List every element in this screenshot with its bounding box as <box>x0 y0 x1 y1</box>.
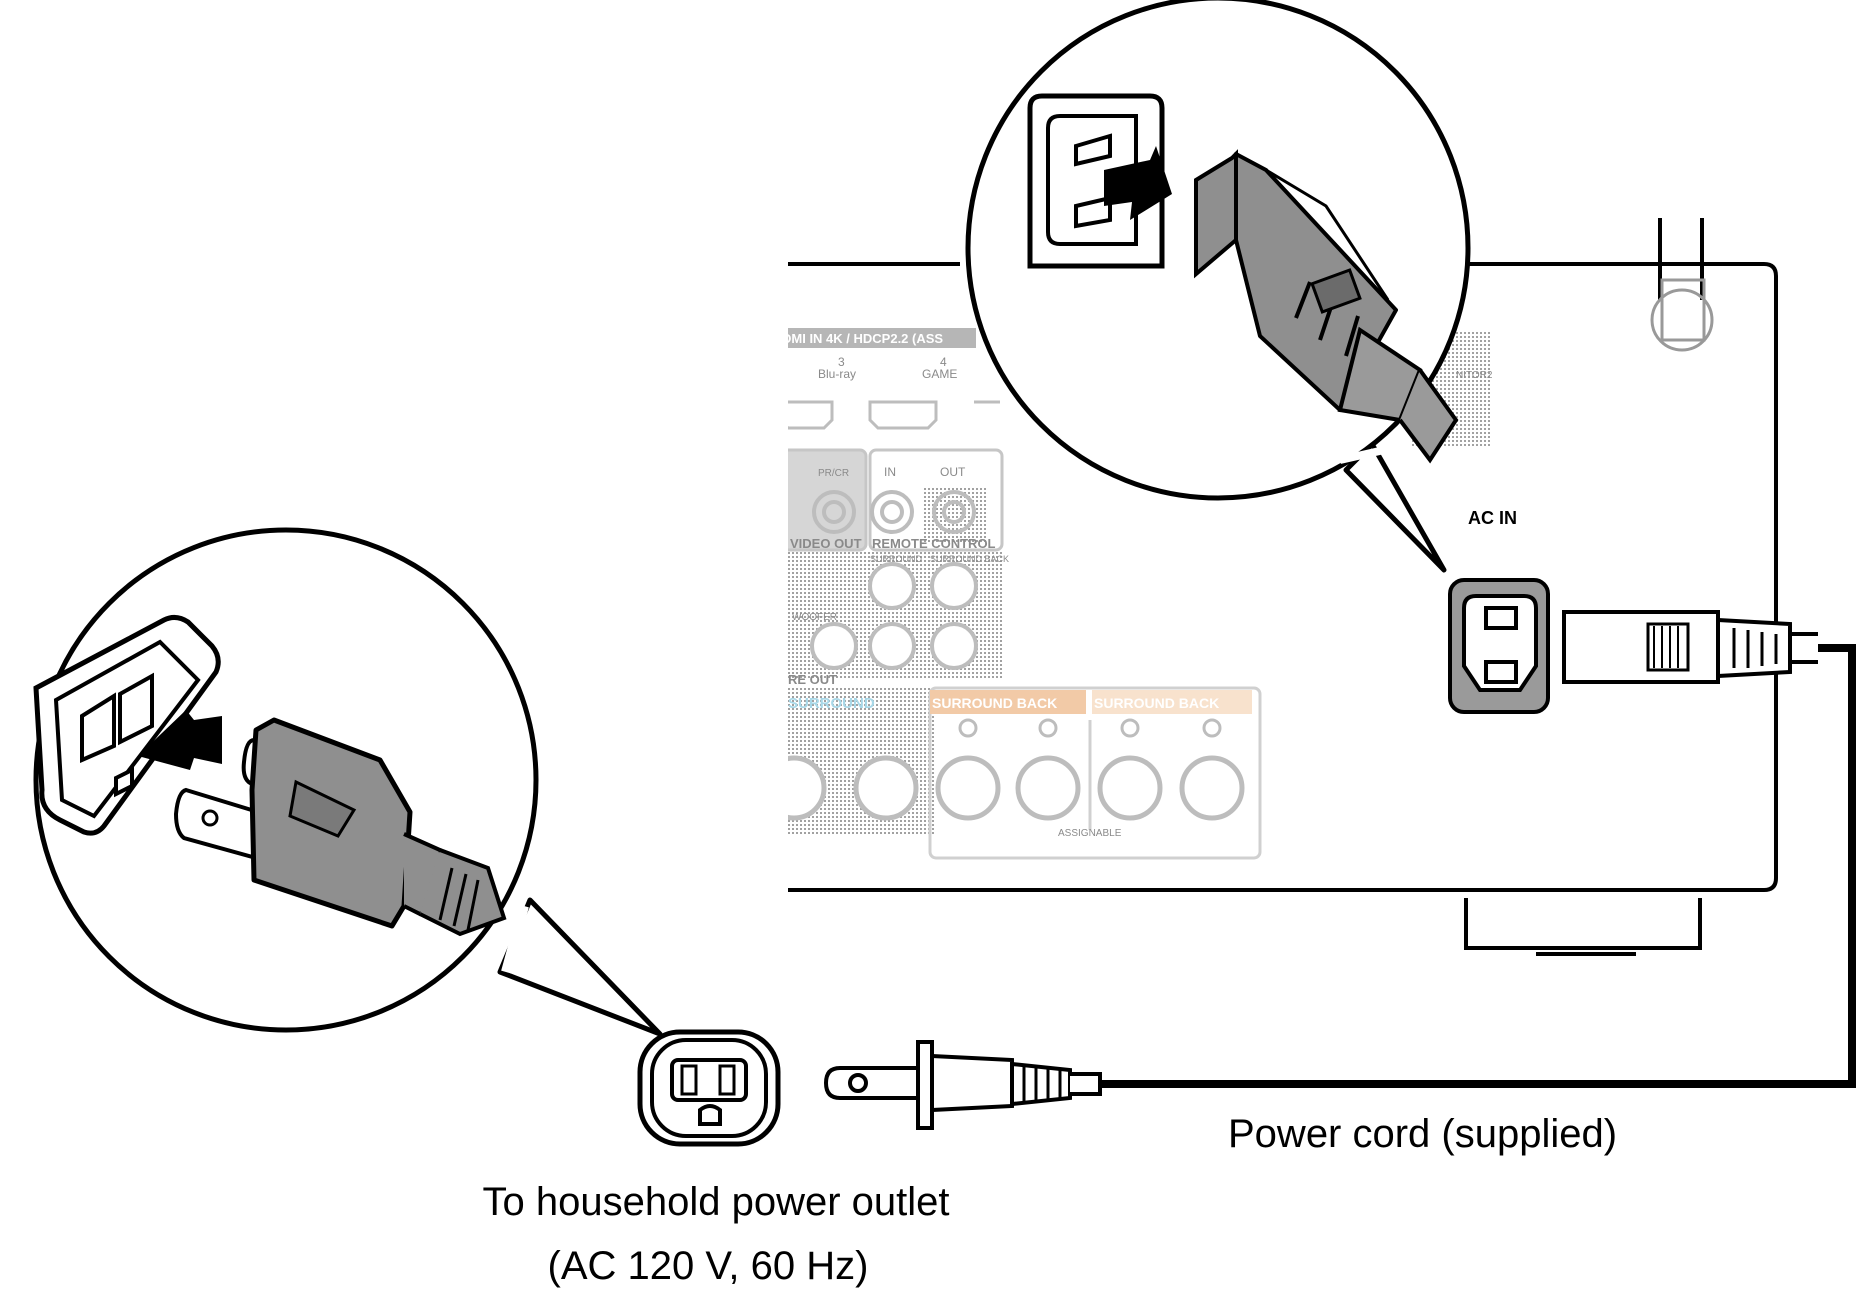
hdmi-in-label: DMI IN 4K / HDCP2.2 (ASS <box>782 331 943 346</box>
receiver-rear-panel: DMI IN 4K / HDCP2.2 (ASS 3 Blu-ray 4 GAM… <box>782 218 1818 956</box>
assignable-label: ASSIGNABLE <box>1058 828 1122 839</box>
ac-in-label: AC IN <box>1468 508 1517 528</box>
zoom-inlet-callout <box>965 0 1471 573</box>
arrow-icon <box>1104 146 1172 220</box>
subwoofer-label: WOOFER <box>792 612 837 623</box>
surround-back-label: SURROUND BACK <box>930 554 1009 564</box>
hdmi-4-num: 4 <box>940 355 947 369</box>
remote-out-label: OUT <box>940 465 966 479</box>
ac-inlet-icon <box>1448 578 1550 714</box>
video-out-label: VIDEO OUT <box>790 536 862 551</box>
surround-back-r-label: SURROUND BACK <box>932 695 1057 711</box>
pre-out-label: RE OUT <box>788 672 837 687</box>
surround-l-label: SURROUND <box>788 695 875 712</box>
wall-outlet-icon <box>637 1029 781 1147</box>
outlet-label-line2: (AC 120 V, 60 Hz) <box>547 1244 869 1288</box>
iec-connector-plugged <box>1562 610 1818 684</box>
monitor2-label: NITOR2 <box>1456 370 1493 381</box>
zoom-outlet-callout <box>33 527 663 1037</box>
pr-cr-label: PR/CR <box>818 468 849 479</box>
outlet-label-line1: To household power outlet <box>482 1180 950 1224</box>
arrow-icon-outlet <box>138 710 222 770</box>
remote-control-label: REMOTE CONTROL <box>872 536 996 551</box>
surround-back-l-label: SURROUND BACK <box>1094 695 1219 711</box>
cord-label: Power cord (supplied) <box>1228 1112 1618 1156</box>
hdmi-3-num: 3 <box>838 355 845 369</box>
hdmi-3-name: Blu-ray <box>818 367 856 381</box>
power-cord <box>1090 644 1856 1088</box>
surround-label: SURROUND <box>870 554 923 564</box>
remote-in-label: IN <box>884 465 896 479</box>
plug-icon <box>823 1040 1102 1130</box>
hdmi-4-name: GAME <box>922 367 957 381</box>
